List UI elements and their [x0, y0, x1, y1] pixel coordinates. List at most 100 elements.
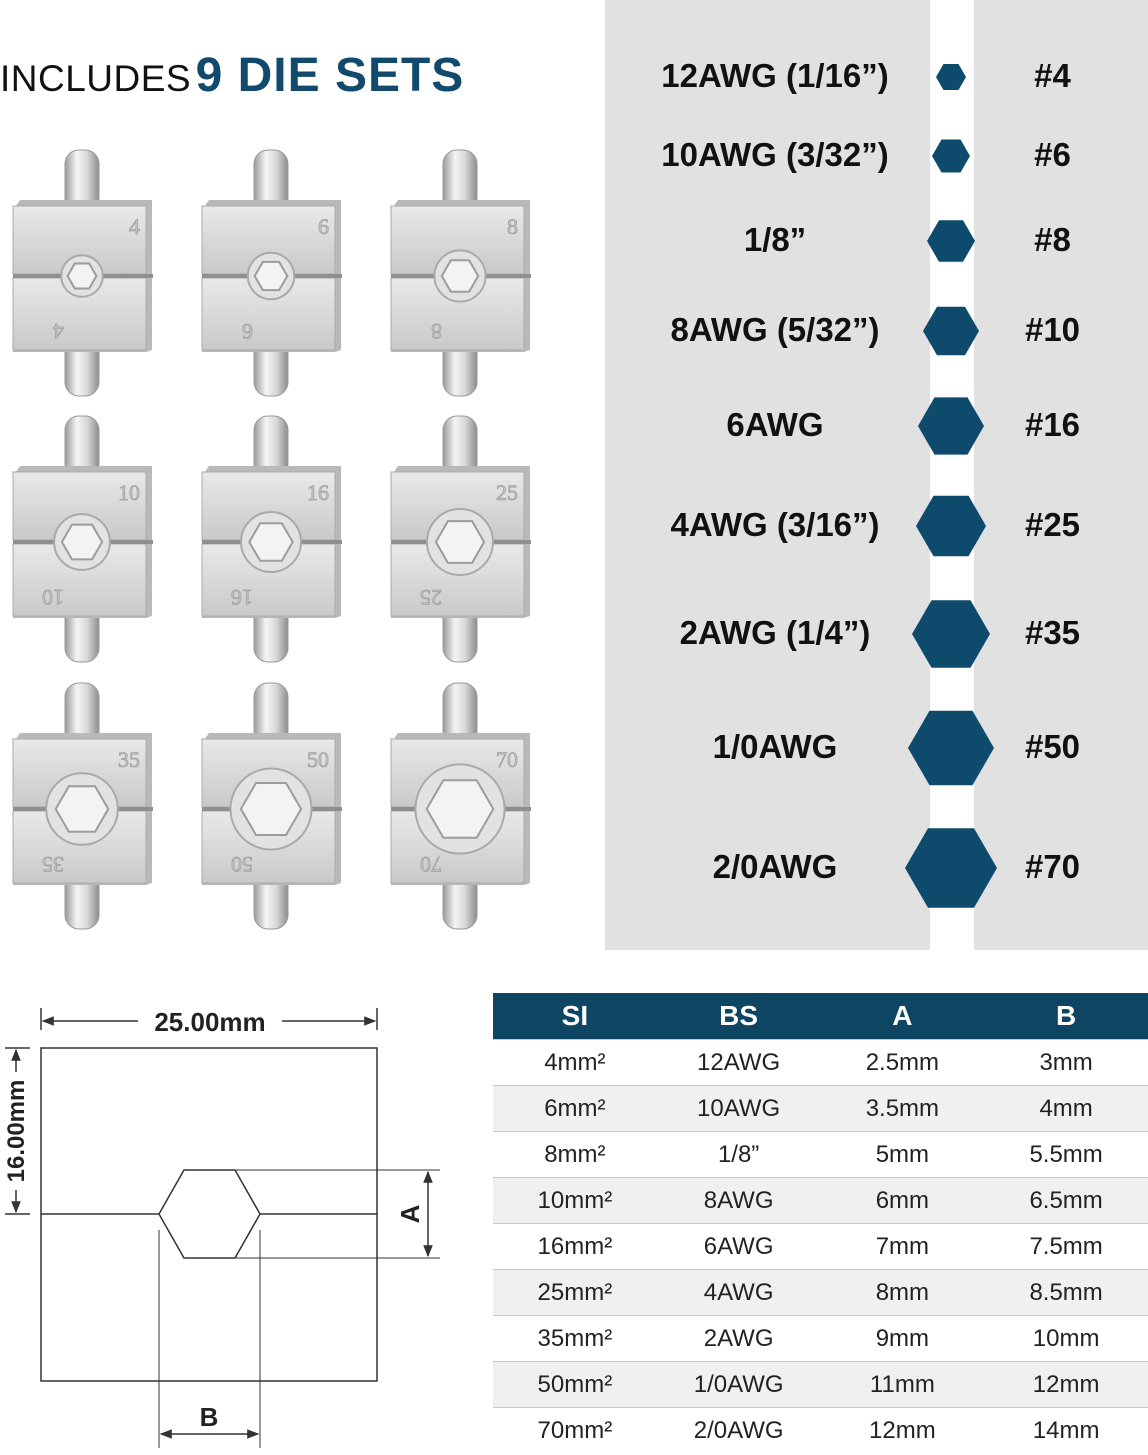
gauge-label: 4AWG (3/16”)	[670, 506, 880, 543]
die-number: #50	[1024, 728, 1081, 765]
die-number-top: 6	[318, 214, 329, 239]
table-cell: 5.5mm	[984, 1131, 1148, 1178]
table-cell: 10mm	[984, 1315, 1148, 1362]
width-label: 25.00mm	[154, 1007, 265, 1037]
die-number-bottom: 35	[42, 852, 64, 877]
hex-size-icon	[908, 710, 994, 786]
hex-cavity	[158, 1169, 261, 1259]
die-image: 88	[390, 149, 531, 397]
table-cell: 6.5mm	[984, 1177, 1148, 1224]
table-cell: 8mm	[820, 1269, 985, 1316]
die-number: #8	[1034, 221, 1071, 258]
die-hex-cavity	[248, 522, 294, 562]
header-bs: BS	[656, 993, 821, 1040]
hex-size-icon	[918, 397, 984, 455]
table-cell: 6mm	[820, 1177, 985, 1224]
hex-size-icon	[936, 64, 966, 90]
table-cell: 25mm²	[493, 1269, 657, 1316]
die-number-top: 50	[307, 747, 329, 772]
a-label: A	[395, 1204, 425, 1223]
table-cell: 2/0AWG	[656, 1407, 821, 1453]
header-a: A	[820, 993, 985, 1040]
die-hex-cavity	[54, 785, 110, 833]
table-cell: 1/0AWG	[656, 1361, 821, 1408]
table-cell: 5mm	[820, 1131, 985, 1178]
die-hex-cavity	[434, 520, 486, 564]
table-cell: 8mm²	[493, 1131, 657, 1178]
table-cell: 14mm	[984, 1407, 1148, 1453]
hex-size-icon	[905, 828, 997, 908]
table-cell: 8AWG	[656, 1177, 821, 1224]
die-number-bottom: 70	[420, 852, 442, 877]
hex-size-icon	[923, 306, 979, 356]
die-number: #10	[1024, 311, 1081, 348]
die-image: 66	[201, 149, 342, 397]
headline-highlight: 9 DIE SETS	[195, 49, 465, 102]
table-cell: 10AWG	[656, 1085, 821, 1132]
table-cell: 1/8”	[656, 1131, 821, 1178]
header-b: B	[984, 993, 1148, 1040]
gauge-label: 2/0AWG	[712, 848, 838, 885]
table-cell: 3mm	[984, 1039, 1148, 1086]
table-cell: 2AWG	[656, 1315, 821, 1362]
dimension-diagram: 25.00mm 16.00mm A B	[3, 1007, 440, 1448]
table-cell: 10mm²	[493, 1177, 657, 1224]
header-si: SI	[493, 993, 657, 1040]
b-label: B	[200, 1402, 219, 1432]
die-hex-cavity	[60, 523, 104, 561]
die-hex-cavity	[66, 262, 98, 290]
die-hex-cavity	[440, 259, 480, 293]
table-cell: 12mm	[984, 1361, 1148, 1408]
table-header-row: SI BS A B	[493, 993, 1148, 1040]
die-image: 25 25	[390, 415, 531, 663]
die-number-bottom: 8	[431, 319, 442, 344]
table-cell: 35mm²	[493, 1315, 657, 1362]
size-list: 12AWG (1/16”) #4 10AWG (3/32”) #6 1/8” #8 8AWG…	[661, 57, 1081, 908]
die-hex-cavity	[239, 782, 303, 836]
gauge-label: 10AWG (3/32”)	[661, 136, 889, 173]
die-number-top: 10	[118, 480, 140, 505]
table-cell: 12AWG	[656, 1039, 821, 1086]
die-number-bottom: 50	[231, 852, 253, 877]
die-number-top: 8	[507, 214, 518, 239]
table-cell: 2.5mm	[820, 1039, 985, 1086]
die-number: #6	[1034, 136, 1071, 173]
die-number-bottom: 16	[231, 585, 253, 610]
gauge-label: 6AWG	[726, 406, 824, 443]
die-image: 44	[12, 149, 153, 397]
die-hex-cavity	[253, 260, 289, 292]
gauge-label: 2AWG (1/4”)	[679, 614, 871, 651]
die-number-top: 25	[496, 480, 518, 505]
table-cell: 7.5mm	[984, 1223, 1148, 1270]
die-number-bottom: 10	[42, 585, 64, 610]
table-cell: 70mm²	[493, 1407, 657, 1453]
headline: INCLUDES 9 DIE SETS	[0, 48, 600, 108]
die-number-bottom: 4	[53, 319, 64, 344]
table-cell: 4mm	[984, 1085, 1148, 1132]
table-cell: 50mm²	[493, 1361, 657, 1408]
die-number-bottom: 25	[420, 585, 442, 610]
die-hex-cavity	[425, 779, 495, 839]
gauge-label: 1/8”	[743, 221, 807, 258]
die-number: #4	[1034, 57, 1071, 94]
die-number: #35	[1024, 614, 1081, 651]
gauge-label: 1/0AWG	[712, 728, 838, 765]
gauge-label: 8AWG (5/32”)	[670, 311, 880, 348]
table-cell: 11mm	[820, 1361, 985, 1408]
die-number-top: 4	[129, 214, 140, 239]
die-number-top: 70	[496, 747, 518, 772]
size-panel	[605, 0, 1148, 950]
gauge-label: 12AWG (1/16”)	[661, 57, 889, 94]
